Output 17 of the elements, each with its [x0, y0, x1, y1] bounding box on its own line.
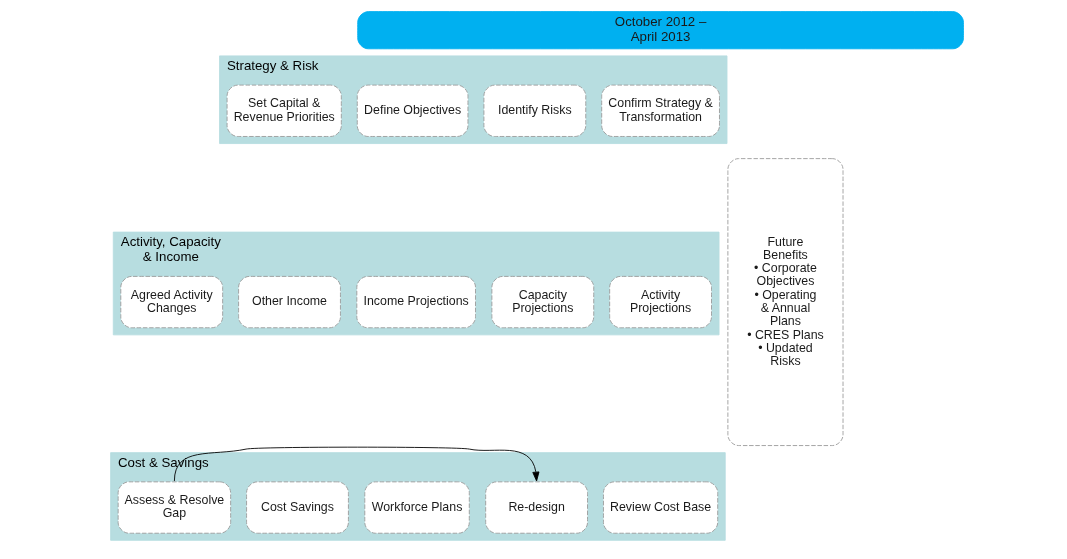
- node-box: Other Income: [238, 275, 341, 329]
- node-box: Capacity Projections: [491, 275, 595, 329]
- node-box: Agreed Activity Changes: [120, 275, 224, 329]
- node-box: Income Projections: [356, 275, 476, 329]
- node-box: October 2012 – April 2013: [357, 11, 964, 50]
- node-box: Define Objectives: [356, 84, 469, 137]
- node-box: Re-design: [485, 481, 588, 534]
- node-box: Set Capital & Revenue Priorities: [226, 84, 342, 137]
- node-box: Identify Risks: [483, 84, 587, 137]
- node-box: Workforce Plans: [364, 481, 470, 534]
- node-box: Assess & Resolve Gap: [117, 481, 232, 534]
- arrow: [173, 446, 540, 482]
- node-box: Cost Savings: [246, 481, 349, 534]
- node-box: Future Benefits • Corporate Objectives • Operating & Annual Plans • CRES Plans • Updated Risks: [727, 158, 844, 446]
- node-box: Activity Projections: [609, 275, 712, 329]
- node-box: Review Cost Base: [603, 481, 719, 534]
- node-box: Confirm Strategy & Transformation: [601, 84, 720, 137]
